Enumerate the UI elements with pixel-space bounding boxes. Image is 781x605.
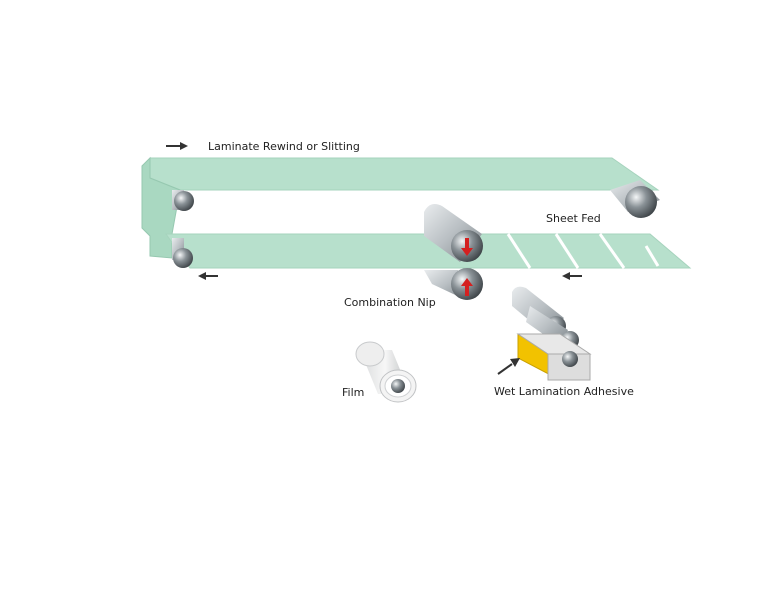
up-arrow-icon	[461, 278, 473, 296]
down-arrow-icon	[461, 238, 473, 256]
film-label: Film	[342, 386, 365, 399]
adhesive-tray	[516, 333, 592, 381]
adhesive-label: Wet Lamination Adhesive	[494, 385, 634, 398]
upper-left-roller	[172, 190, 194, 211]
nip-top-roller	[424, 204, 483, 262]
flow-arrow-sheet-icon	[562, 272, 582, 280]
right-roller	[610, 180, 660, 218]
flow-arrow-top-icon	[166, 142, 188, 150]
nip-bottom-roller	[424, 268, 483, 300]
rewind-label: Laminate Rewind or Slitting	[208, 140, 360, 153]
sheet-fed-label: Sheet Fed	[546, 212, 601, 225]
top-web	[149, 157, 660, 191]
flow-arrow-adhesive-icon	[497, 358, 520, 375]
lower-left-roller	[172, 238, 193, 268]
flow-arrow-bottom-icon	[198, 272, 218, 280]
nip-label: Combination Nip	[344, 296, 436, 309]
sheet-gaps	[506, 233, 660, 269]
film-roll	[355, 341, 417, 403]
web-return-loop	[141, 156, 181, 259]
